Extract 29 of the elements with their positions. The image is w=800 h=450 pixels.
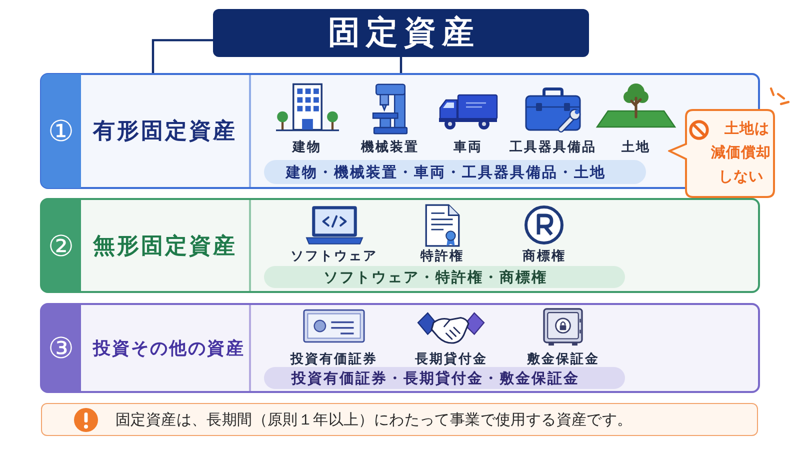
icon-caption: 投資有価証券 [290, 351, 378, 368]
icon-caption: 機械装置 [361, 139, 419, 156]
summary-pill: 建物・機械装置・車両・工具器具備品・土地 [264, 160, 646, 184]
note-text: 固定資産は、長期間（原則１年以上）にわたって事業で使用する資産です。 [116, 410, 632, 429]
icon-caption: 商標権 [522, 248, 566, 265]
category-panel [40, 198, 760, 293]
category-heading: 有形固定資産 [93, 118, 237, 146]
category-panel [40, 303, 760, 393]
number-tab: ① [41, 74, 81, 188]
icon-caption: 工具器具備品 [510, 139, 596, 156]
icon-caption: 土地 [622, 139, 650, 156]
icon-caption: 長期貸付金 [414, 350, 488, 368]
note-box [41, 403, 758, 436]
category-heading: 無形固定資産 [93, 232, 237, 260]
icon-caption: 建物 [292, 139, 322, 156]
summary-pill: ソフトウェア・特許権・商標権 [264, 266, 625, 288]
icon-caption: 特許権 [420, 248, 464, 265]
icon-caption: 車両 [454, 139, 482, 156]
summary-pill: 投資有価証券・長期貸付金・敷金保証金 [264, 367, 625, 389]
icon-caption: 敷金保証金 [526, 351, 600, 368]
number-tab: ② [41, 199, 81, 292]
title-banner: 固定資産 [213, 9, 589, 57]
callout-bubble [668, 109, 775, 198]
icon-caption: ソフトウェア [290, 248, 378, 265]
callout-text: 土地は減価償却しない [711, 120, 771, 187]
connector-line [400, 57, 402, 73]
category-heading: 投資その他の資産 [93, 338, 245, 360]
connector-line [152, 39, 213, 73]
number-tab: ③ [41, 304, 81, 392]
